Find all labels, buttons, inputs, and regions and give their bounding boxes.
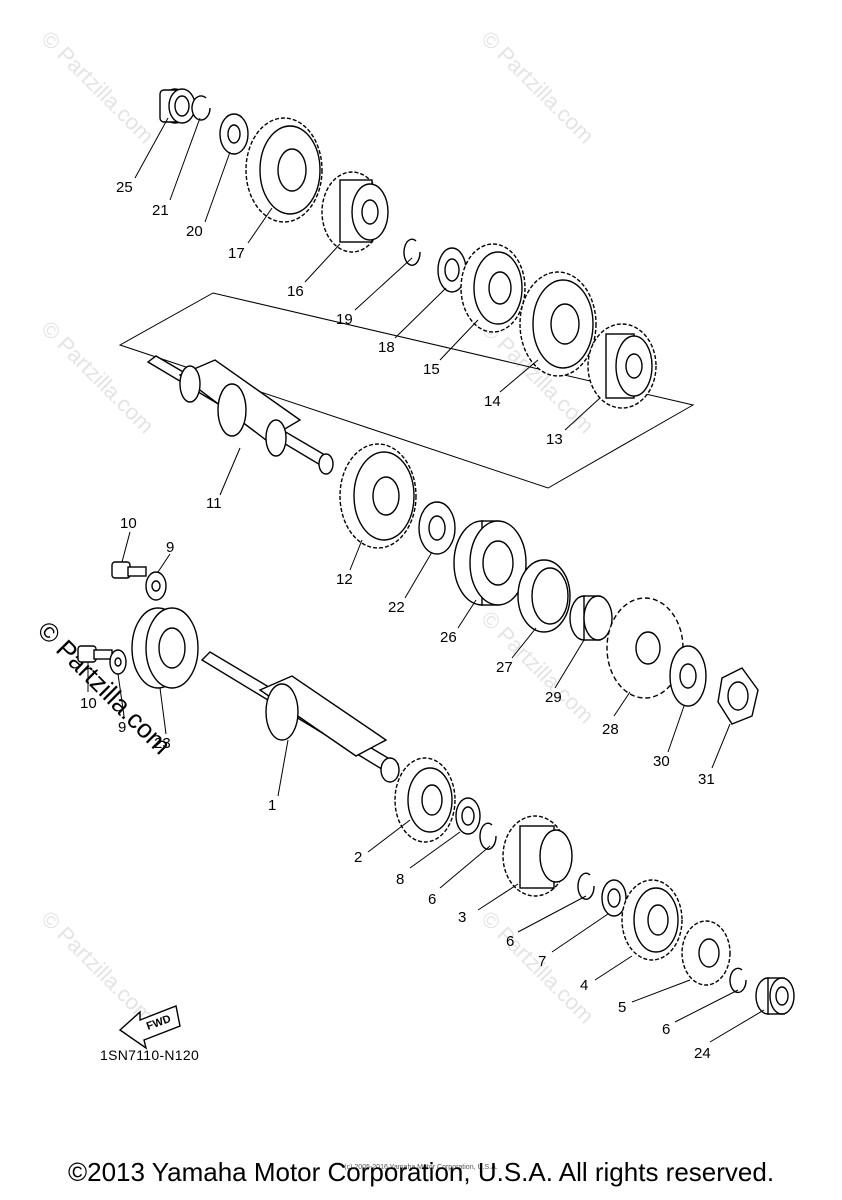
part-6-circlip-a bbox=[479, 822, 497, 850]
part-20-washer bbox=[219, 113, 249, 155]
watermark-text: © Partzilla.com bbox=[36, 906, 159, 1029]
callout-6-a: 6 bbox=[428, 891, 436, 908]
part-24-bearing bbox=[755, 977, 795, 1015]
part-17-gear bbox=[245, 117, 323, 223]
callout-20: 20 bbox=[186, 223, 203, 240]
callout-5: 5 bbox=[618, 999, 626, 1016]
callout-1: 1 bbox=[268, 797, 276, 814]
callout-18: 18 bbox=[378, 339, 395, 356]
diagram-reference-code: 1SN7110-N120 bbox=[100, 1047, 200, 1063]
part-15-gear bbox=[460, 243, 526, 333]
assembly-outline bbox=[118, 292, 695, 489]
callout-23: 23 bbox=[154, 735, 171, 752]
callout-26: 26 bbox=[440, 629, 457, 646]
callout-10-lower: 10 bbox=[80, 695, 97, 712]
part-21-circlip bbox=[191, 95, 211, 121]
fwd-arrow-icon: FWD bbox=[118, 1005, 181, 1050]
callout-6-c: 6 bbox=[662, 1021, 670, 1038]
callout-22: 22 bbox=[388, 599, 405, 616]
callout-3: 3 bbox=[458, 909, 466, 926]
watermark-text: © Partzilla.com bbox=[476, 26, 599, 149]
callout-2: 2 bbox=[354, 849, 362, 866]
part-22-washer bbox=[418, 501, 456, 555]
part-25-bearing bbox=[159, 88, 196, 124]
part-12-gear bbox=[339, 443, 417, 549]
callout-6-b: 6 bbox=[506, 933, 514, 950]
copyright-notice: ©2013 Yamaha Motor Corporation, U.S.A. A… bbox=[67, 1157, 775, 1187]
callout-14: 14 bbox=[484, 393, 501, 410]
leader-lines bbox=[87, 117, 765, 1043]
part-13-gear bbox=[587, 323, 657, 409]
part-31-nut bbox=[717, 667, 759, 725]
callout-27: 27 bbox=[496, 659, 513, 676]
callout-21: 21 bbox=[152, 202, 169, 219]
part-23-bearing bbox=[131, 607, 199, 689]
callout-9-upper: 9 bbox=[166, 539, 174, 556]
callout-31: 31 bbox=[698, 771, 715, 788]
part-8-washer bbox=[455, 797, 481, 835]
callout-16: 16 bbox=[287, 283, 304, 300]
part-26-bearing bbox=[453, 520, 527, 606]
part-18-washer bbox=[437, 247, 467, 293]
callout-4: 4 bbox=[580, 977, 588, 994]
part-10-bolt-lower bbox=[77, 645, 113, 663]
callout-13: 13 bbox=[546, 431, 563, 448]
callout-30: 30 bbox=[653, 753, 670, 770]
part-29-collar bbox=[569, 595, 613, 641]
callout-24: 24 bbox=[694, 1045, 711, 1062]
watermark-text: © Partzilla.com bbox=[36, 316, 159, 439]
part-6-circlip-c bbox=[729, 967, 747, 994]
part-16-gear bbox=[321, 171, 389, 253]
callout-10-upper: 10 bbox=[120, 515, 137, 532]
callout-8: 8 bbox=[396, 871, 404, 888]
callout-25: 25 bbox=[116, 179, 133, 196]
part-11-drive-axle bbox=[146, 355, 334, 475]
part-30-lock-washer bbox=[669, 645, 707, 707]
callout-19: 19 bbox=[336, 311, 353, 328]
part-7-washer bbox=[601, 879, 627, 917]
part-3-gear bbox=[502, 815, 573, 897]
small-credit-line: (c) 2005-2016 Yamaha Motor Corporation, … bbox=[344, 1164, 498, 1171]
part-10-bolt-upper bbox=[111, 561, 147, 579]
callout-labels: 25 21 20 17 16 19 18 15 14 13 11 12 22 2… bbox=[80, 179, 715, 1062]
callout-29: 29 bbox=[545, 689, 562, 706]
callout-9-lower: 9 bbox=[118, 719, 126, 736]
callout-11: 11 bbox=[206, 495, 222, 512]
callout-7: 7 bbox=[538, 953, 546, 970]
part-9-washer-lower bbox=[109, 649, 127, 675]
part-5-gear bbox=[681, 920, 731, 986]
part-6-circlip-b bbox=[577, 872, 595, 900]
watermark-text: © Partzilla.com bbox=[36, 26, 159, 149]
part-2-gear bbox=[394, 757, 456, 843]
part-27-oil-seal bbox=[517, 559, 571, 633]
part-19-circlip bbox=[403, 238, 421, 266]
callout-12: 12 bbox=[336, 571, 353, 588]
part-14-gear bbox=[519, 271, 597, 377]
part-9-washer-upper bbox=[145, 571, 167, 601]
part-1-main-axle bbox=[200, 651, 400, 783]
callout-17: 17 bbox=[228, 245, 245, 262]
callout-28: 28 bbox=[602, 721, 619, 738]
part-4-gear bbox=[621, 879, 683, 961]
callout-15: 15 bbox=[423, 361, 440, 378]
